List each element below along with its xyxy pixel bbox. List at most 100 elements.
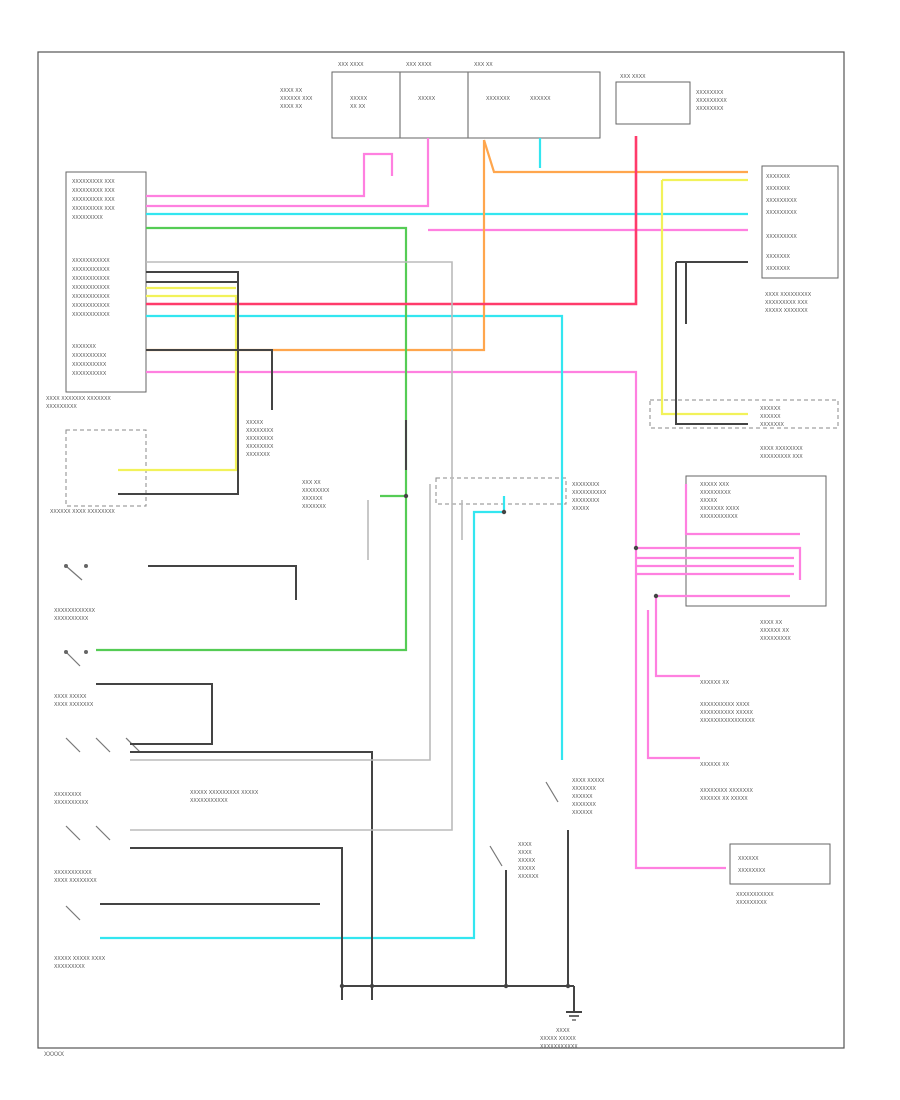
svg-text:XXXXXXXXX XXX: XXXXXXXXX XXX [72, 179, 115, 185]
data-link-connector: XXXXX XXX XXXXXXXXX XXXXX XXXXXXX XXXX X… [685, 475, 827, 642]
svg-text:XXXXXXXX: XXXXXXXX [572, 482, 600, 488]
svg-text:XXXX: XXXX [518, 842, 532, 848]
svg-text:XXXXXX XX: XXXXXX XX [700, 680, 730, 686]
svg-text:XXXXXXXXX: XXXXXXXXX [700, 490, 731, 496]
svg-text:XXX XXXX: XXX XXXX [620, 74, 646, 80]
svg-text:XXXXXXXX: XXXXXXXX [302, 488, 330, 494]
svg-text:XXXXXX XX XXXXX: XXXXXX XX XXXXX [700, 796, 748, 802]
svg-text:XXXXXXXXXX: XXXXXXXXXX [72, 371, 107, 377]
diagram-frame [37, 51, 845, 1049]
svg-text:XXXXXXX: XXXXXXX [766, 186, 791, 192]
svg-text:XXXXXXX: XXXXXXX [766, 266, 791, 272]
wire-yellow [118, 178, 748, 472]
splice-points [339, 493, 659, 989]
svg-text:XXXXXXXXXXX: XXXXXXXXXXX [72, 312, 110, 318]
svg-text:XXXXXXXXXXX: XXXXXXXXXXX [540, 1044, 578, 1050]
ground-icon: XXXX XXXXX XXXXX XXXXXXXXXXX [540, 1000, 582, 1050]
svg-text:XXXXXXXXX: XXXXXXXXX [760, 636, 791, 642]
svg-text:XXXXX: XXXXX [700, 498, 718, 504]
svg-text:XXXXXXX: XXXXXXX [766, 254, 791, 260]
svg-text:XXXXXX: XXXXXX [302, 496, 323, 502]
svg-text:XXXXXXXX: XXXXXXXX [246, 436, 274, 442]
svg-text:XXXXXXX: XXXXXXX [72, 344, 97, 350]
svg-text:XXX XX: XXX XX [474, 62, 493, 68]
right-front-door-switch: XXXXXXXXXXX XXXX XXXXXXXX [54, 825, 111, 884]
svg-text:XXXX XXXXXXXXX: XXXX XXXXXXXXX [765, 292, 812, 298]
svg-text:XXXX XXXXXXXX: XXXX XXXXXXXX [760, 446, 803, 452]
svg-text:XXXXXXX: XXXXXXX [246, 452, 271, 458]
svg-text:XXXXX: XXXXX [246, 420, 264, 426]
diagram-id: XXXXX [44, 1052, 64, 1058]
svg-text:XXXXXXXX: XXXXXXXX [738, 868, 766, 874]
svg-text:XXXXXX: XXXXXX [518, 874, 539, 880]
wire-red [146, 136, 638, 306]
wire-gray [130, 261, 463, 831]
svg-text:XX XX: XX XX [350, 104, 366, 110]
svg-text:XXXXXXXX: XXXXXXXX [54, 792, 82, 798]
svg-text:XXXXXX: XXXXXX [760, 414, 781, 420]
svg-text:XXXXX: XXXXX [518, 858, 536, 864]
wire-pink [146, 138, 802, 870]
svg-text:XXXXX XXXXXXXXX XXXXX: XXXXX XXXXXXXXX XXXXX [190, 790, 259, 796]
svg-text:XXXXX: XXXXX [572, 506, 590, 512]
svg-text:XXXXXXX XXXX: XXXXXXX XXXX [700, 506, 740, 512]
fuse-block-top: XXX XXXX XXX XXXX XXX XX XXXX XX XXXXXX … [280, 62, 601, 139]
svg-text:XXXXXXXX: XXXXXXXX [696, 90, 724, 96]
svg-text:XXXXXXXXX XXX: XXXXXXXXX XXX [72, 206, 115, 212]
right-lower-labels: XXXXXX XX XXXXXXXXXX XXXX XXXXXXXXXX XXX… [700, 680, 755, 802]
body-control-module: XXXXXXXXX XXX XXXXXXXXX XXX XXXXXXXXX XX… [46, 171, 147, 410]
ignition-lock-cylinder: XXXXXX XXXX XXXXXXXX [50, 429, 147, 515]
hood-ajar-switch: XXXXXXXXXXXX XXXXXXXXXX [54, 564, 96, 622]
svg-text:XXXXXXXXXXX: XXXXXXXXXXX [700, 514, 738, 520]
svg-text:XXXXX XXXXX: XXXXX XXXXX [540, 1036, 576, 1042]
center-junction-block: XXXXXXXX XXXXXXXXXX XXXXXXXX XXXXX XXX X… [302, 477, 607, 512]
left-rear-door-switch: XXXX XXXX XXXXX XXXXX XXXXXX [489, 842, 539, 880]
svg-text:XXXXXXXX: XXXXXXXX [246, 444, 274, 450]
left-front-door-switch: XXXX XXXXX XXXX XXXXXXX [54, 650, 94, 708]
svg-text:XXXXXX: XXXXXX [530, 96, 551, 102]
svg-text:XXXXXXXXX XXX: XXXXXXXXX XXX [760, 454, 803, 460]
svg-text:XXXXXXXXXX: XXXXXXXXXX [54, 616, 89, 622]
svg-text:XXXXXXXXX XXX: XXXXXXXXX XXX [765, 300, 808, 306]
svg-text:XXX XX: XXX XX [302, 480, 321, 486]
svg-text:XXXXXXXX XXXXXXX: XXXXXXXX XXXXXXX [700, 788, 754, 794]
svg-text:XXXXXX XX: XXXXXX XX [760, 628, 790, 634]
svg-text:XXXXX: XXXXX [518, 866, 536, 872]
svg-text:XXXXXXXXX: XXXXXXXXX [696, 98, 727, 104]
svg-text:XXXX XXXXXXX: XXXX XXXXXXX [54, 702, 94, 708]
svg-text:XXXXX: XXXXX [418, 96, 436, 102]
rear-door-switch: XXXXXXXX XXXXXXXXXX XXXXX XXXXXXXXX XXXX… [54, 737, 259, 806]
svg-text:XXXXXX XXXX XXXXXXXX: XXXXXX XXXX XXXXXXXX [50, 509, 115, 515]
ground-junction-left: XXXXX XXXXXXXX XXXXXXXX XXXXXXXX XXXXXXX [246, 420, 274, 458]
svg-text:XXXXXXX: XXXXXXX [572, 786, 597, 792]
svg-text:XXXXXXXXXX: XXXXXXXXXX [54, 800, 89, 806]
svg-text:XXXXXXXX: XXXXXXXX [696, 106, 724, 112]
svg-text:XXXX XXXXXXXX: XXXX XXXXXXXX [54, 878, 97, 884]
svg-text:XXXXXXXXXXX: XXXXXXXXXXX [54, 870, 92, 876]
svg-text:XXXXXXXXXXX: XXXXXXXXXXX [72, 285, 110, 291]
wire-cyan [100, 138, 748, 940]
svg-text:XXXXXXX: XXXXXXX [302, 504, 327, 510]
svg-text:XXXXXXX: XXXXXXX [572, 802, 597, 808]
svg-text:XXXXXXXXXX: XXXXXXXXXX [72, 362, 107, 368]
svg-text:XXXXX XXXXXXX: XXXXX XXXXXXX [765, 308, 808, 314]
svg-text:XXXXXXXXX: XXXXXXXXX [766, 234, 797, 240]
svg-text:XXXXXXXXX XXX: XXXXXXXXX XXX [72, 188, 115, 194]
wire-black [96, 261, 748, 1000]
svg-text:XXXXXX XX: XXXXXX XX [700, 762, 730, 768]
right-rear-door-switch: XXXXX XXXXX XXXX XXXXXXXXX [54, 905, 106, 970]
svg-text:XXXXXXXXXXX: XXXXXXXXXXX [72, 258, 110, 264]
svg-text:XXXXXXXXXX XXXX: XXXXXXXXXX XXXX [700, 702, 750, 708]
svg-text:XXXX XX: XXXX XX [280, 104, 303, 110]
svg-text:XXXXXXXXX: XXXXXXXXX [72, 215, 103, 221]
svg-text:XXXXXX XXX: XXXXXX XXX [280, 96, 313, 102]
svg-text:XXXXXXXXX: XXXXXXXXX [766, 198, 797, 204]
svg-text:XXXX XXXXX: XXXX XXXXX [54, 694, 87, 700]
right-control-module: XXXXXXX XXXXXXX XXXXXXXXX XXXXXXXXX XXXX… [761, 165, 839, 314]
svg-text:XXXXXXX: XXXXXXX [766, 174, 791, 180]
svg-text:XXXXXXXX: XXXXXXXX [572, 498, 600, 504]
svg-text:XXXXXXXXXXX: XXXXXXXXXXX [72, 267, 110, 273]
svg-text:XXXXXXXXXX: XXXXXXXXXX [572, 490, 607, 496]
svg-text:XXXX XXXXX: XXXX XXXXX [572, 778, 605, 784]
svg-text:XXXX XXXXXXX XXXXXXX: XXXX XXXXXXX XXXXXXX [46, 396, 111, 402]
